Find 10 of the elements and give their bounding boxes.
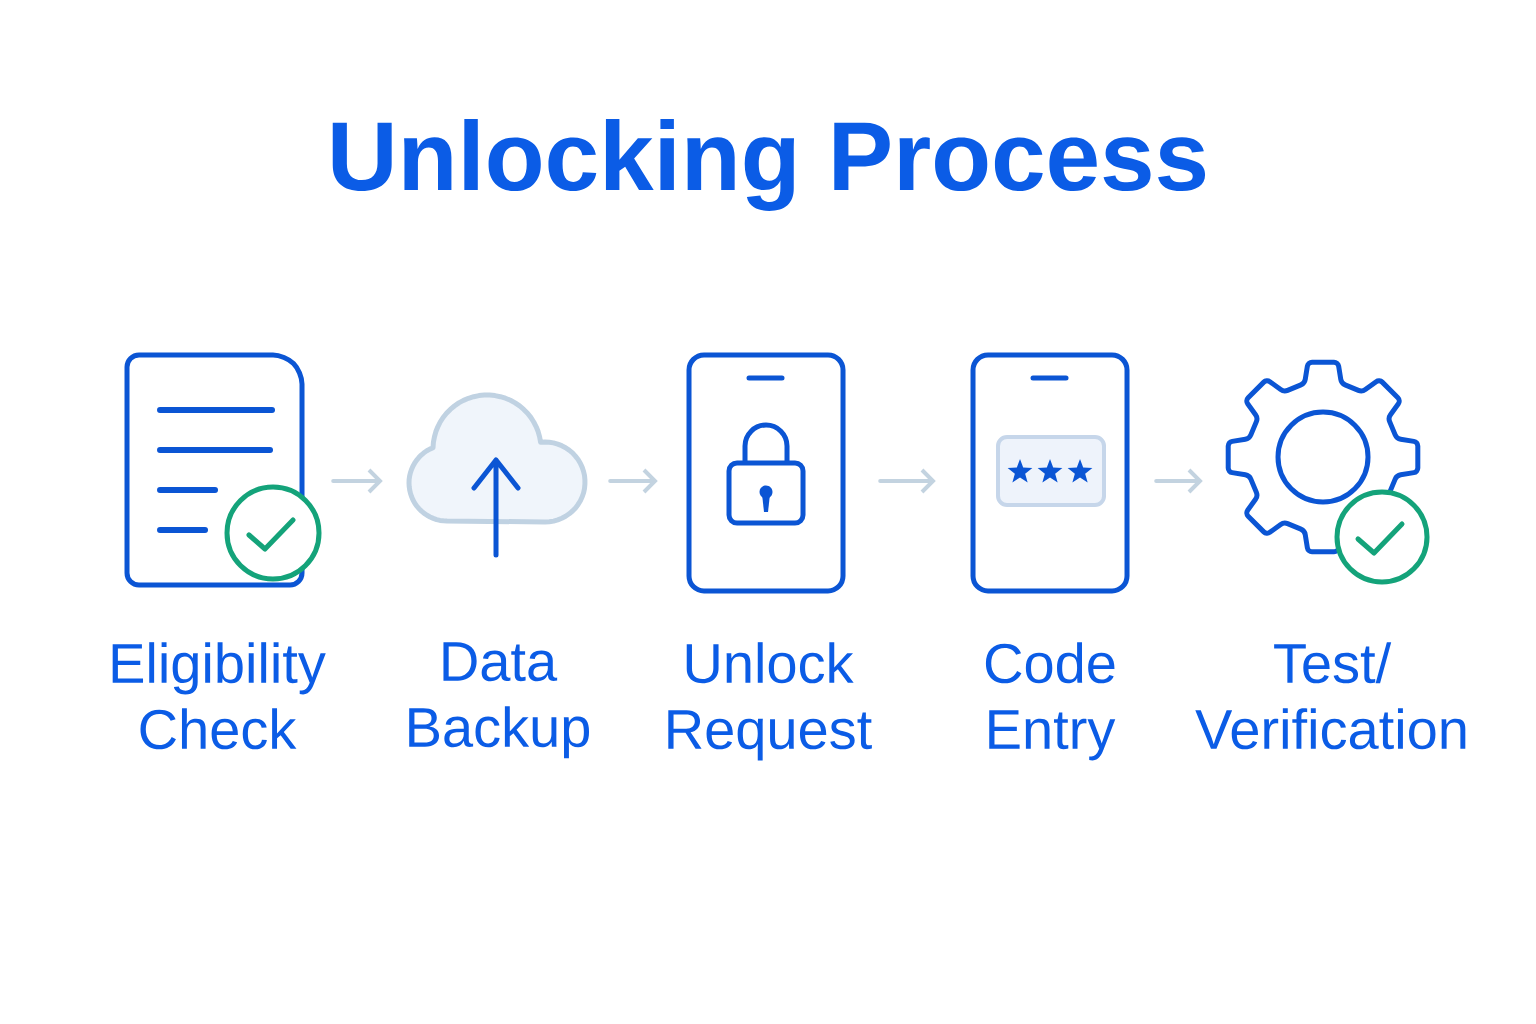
step-label: Eligibility Check [112, 642, 326, 750]
step-label: Unlock Request [668, 642, 872, 761]
step-label: Test/ Verification [1195, 642, 1466, 750]
arrow [331, 468, 383, 494]
arrow [608, 468, 658, 494]
step-label: Code Entry [985, 642, 1116, 761]
arrow [878, 468, 936, 494]
step-label: Data Backup [409, 642, 590, 759]
arrow [1154, 468, 1203, 494]
title: Unlocking Process [332, 119, 1206, 211]
